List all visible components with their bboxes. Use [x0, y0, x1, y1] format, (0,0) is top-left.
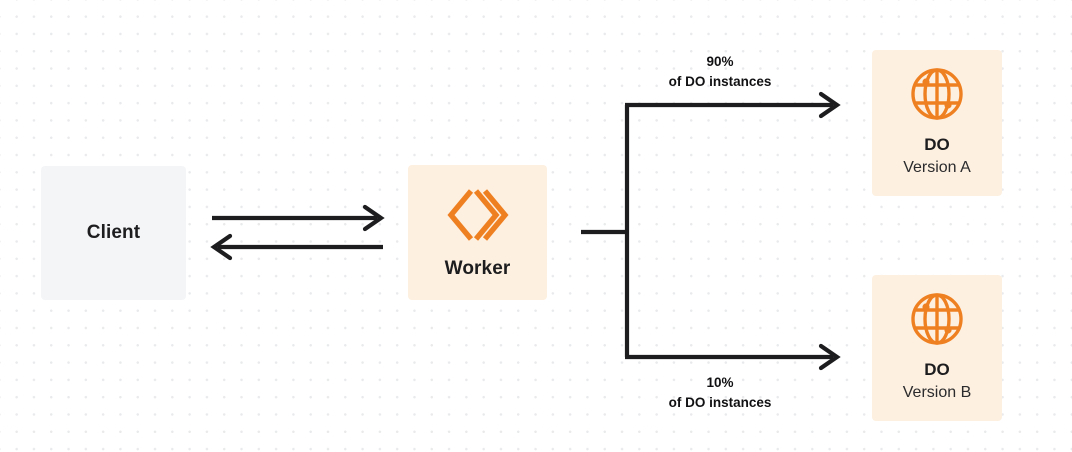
edge-worker-branch-trunk [581, 105, 630, 357]
edge-worker-to-client [210, 233, 383, 261]
edge-label-do-a: 90% of DO instances [640, 52, 800, 91]
edge-label-do-a-percent: 90% [706, 54, 734, 69]
node-do-version-a-title: DO [924, 135, 950, 155]
node-do-version-a-subtitle: Version A [903, 159, 971, 177]
arrow-right-icon [818, 91, 841, 119]
globe-icon [909, 66, 965, 122]
arrow-left-icon [210, 233, 233, 261]
node-worker[interactable]: Worker [408, 165, 547, 300]
globe-icon [909, 291, 965, 347]
edge-worker-to-do-b [625, 343, 841, 371]
arrow-right-icon [362, 204, 385, 232]
node-do-version-a[interactable]: DO Version A [872, 50, 1002, 196]
arrow-right-icon [818, 343, 841, 371]
edge-label-do-b-percent: 10% [706, 375, 734, 390]
edge-client-to-worker [212, 204, 385, 232]
node-worker-label: Worker [444, 257, 511, 279]
edge-label-do-b: 10% of DO instances [640, 373, 800, 412]
node-do-version-b[interactable]: DO Version B [872, 275, 1002, 421]
edge-worker-to-do-a [625, 91, 841, 119]
node-do-version-b-title: DO [924, 360, 950, 380]
node-do-version-b-subtitle: Version B [902, 384, 972, 402]
edge-label-do-a-description: of DO instances [668, 73, 772, 89]
workers-chevron-icon [446, 186, 509, 244]
node-client[interactable]: Client [41, 166, 186, 300]
node-client-label: Client [86, 222, 141, 243]
edge-label-do-b-description: of DO instances [668, 394, 772, 410]
